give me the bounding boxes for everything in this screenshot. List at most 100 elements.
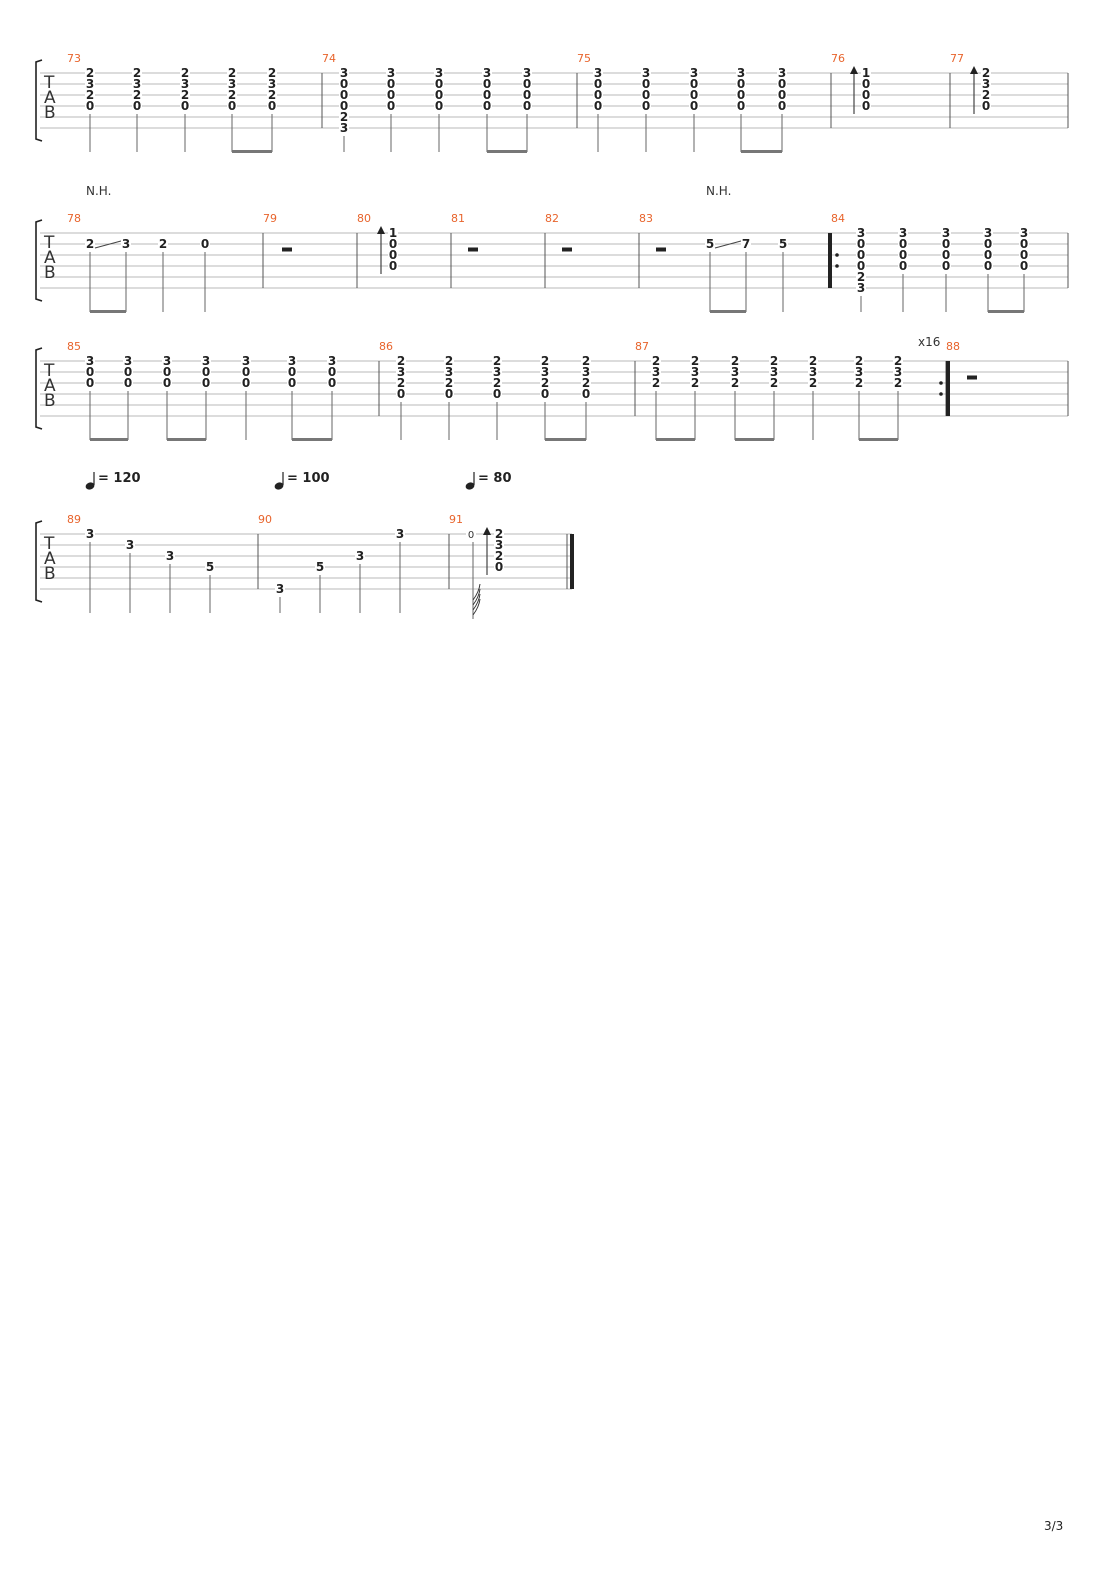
fret-knockout: [898, 228, 908, 238]
fret-knockout: [769, 367, 779, 377]
fret-number: 2: [894, 376, 902, 390]
fret-knockout: [651, 356, 661, 366]
fret-knockout: [522, 101, 532, 111]
fret-number: 0: [328, 365, 336, 379]
fret-number: 3: [86, 527, 94, 541]
fret-number: 0: [288, 365, 296, 379]
tremolo-flag: [472, 593, 481, 611]
fret-knockout: [339, 68, 349, 78]
fret-knockout: [777, 68, 787, 78]
fret-number: 3: [982, 77, 990, 91]
fret-knockout: [856, 250, 866, 260]
fret-number: 0: [397, 387, 405, 401]
fret-number: 2: [268, 88, 276, 102]
fret-knockout: [689, 90, 699, 100]
beam: [90, 310, 126, 313]
fret-knockout: [981, 101, 991, 111]
fret-number: 2: [228, 66, 236, 80]
fret-knockout: [898, 250, 908, 260]
system-bracket: [35, 347, 43, 430]
measure-number: 87: [635, 340, 649, 353]
fret-knockout: [162, 356, 172, 366]
beam: [741, 150, 782, 153]
fret-number: 0: [201, 237, 209, 251]
quarter-note-icon: [274, 482, 284, 490]
fret-number: 0: [737, 88, 745, 102]
fret-knockout: [466, 529, 476, 539]
fret-number: 0: [582, 387, 590, 401]
fret-knockout: [388, 228, 398, 238]
fret-knockout: [690, 367, 700, 377]
fret-knockout: [396, 356, 406, 366]
tempo-marking: = 80: [478, 471, 512, 486]
fret-number: 2: [86, 237, 94, 251]
fret-number: 0: [202, 365, 210, 379]
system-bracket: [35, 520, 43, 603]
fret-knockout: [201, 378, 211, 388]
fret-knockout: [861, 79, 871, 89]
fret-knockout: [132, 79, 142, 89]
measure-number: 76: [831, 52, 845, 65]
fret-number: 0: [435, 99, 443, 113]
systems-layer: TAB7323202320232023202320743000233000300…: [35, 52, 1069, 619]
fret-number: 0: [445, 387, 453, 401]
fret-number: 3: [133, 77, 141, 91]
final-barline-thick: [570, 534, 574, 589]
fret-number: 3: [642, 66, 650, 80]
fret-knockout: [121, 239, 131, 249]
fret-knockout: [339, 112, 349, 122]
fret-number: 0: [642, 88, 650, 102]
fret-knockout: [275, 584, 285, 594]
fret-knockout: [769, 356, 779, 366]
fret-number: 0: [899, 259, 907, 273]
fret-knockout: [267, 101, 277, 111]
fret-number: 0: [690, 88, 698, 102]
fret-knockout: [434, 68, 444, 78]
repeat-start-bar: [828, 233, 832, 288]
fret-number: 2: [133, 88, 141, 102]
fret-number: 0: [899, 237, 907, 251]
repeat-count: x16: [918, 335, 940, 349]
fret-number: 0: [86, 365, 94, 379]
fret-knockout: [85, 68, 95, 78]
fret-number: 0: [228, 99, 236, 113]
fret-number: 3: [894, 365, 902, 379]
fret-number: 0: [862, 77, 870, 91]
fret-knockout: [494, 540, 504, 550]
fret-knockout: [690, 378, 700, 388]
fret-number: 0: [435, 77, 443, 91]
fret-number: 0: [857, 259, 865, 273]
measure-number: 90: [258, 513, 272, 526]
fret-number: 2: [340, 110, 348, 124]
fret-number: 3: [340, 121, 348, 135]
fret-knockout: [593, 79, 603, 89]
fret-knockout: [444, 356, 454, 366]
fret-number: 3: [690, 66, 698, 80]
fret-number: 2: [493, 354, 501, 368]
fret-number: 0: [242, 376, 250, 390]
fret-number: 0: [387, 77, 395, 91]
fret-knockout: [85, 239, 95, 249]
fret-knockout: [241, 367, 251, 377]
measure-number: 85: [67, 340, 81, 353]
half-rest: [468, 247, 478, 252]
fret-knockout: [540, 389, 550, 399]
beam: [656, 438, 695, 441]
tab-clef-letter: A: [44, 376, 56, 396]
fret-number: 0: [389, 237, 397, 251]
fret-knockout: [123, 378, 133, 388]
fret-knockout: [85, 79, 95, 89]
fret-knockout: [854, 378, 864, 388]
fret-number: 2: [445, 354, 453, 368]
fret-number: 2: [855, 354, 863, 368]
fret-knockout: [808, 367, 818, 377]
fret-number: 0: [737, 77, 745, 91]
fret-number: 0: [86, 99, 94, 113]
fret-number: 0: [778, 77, 786, 91]
fret-number: 2: [582, 376, 590, 390]
fret-knockout: [444, 378, 454, 388]
fret-knockout: [227, 79, 237, 89]
system-bracket: [35, 59, 43, 142]
fret-knockout: [287, 367, 297, 377]
fret-number: 3: [288, 354, 296, 368]
